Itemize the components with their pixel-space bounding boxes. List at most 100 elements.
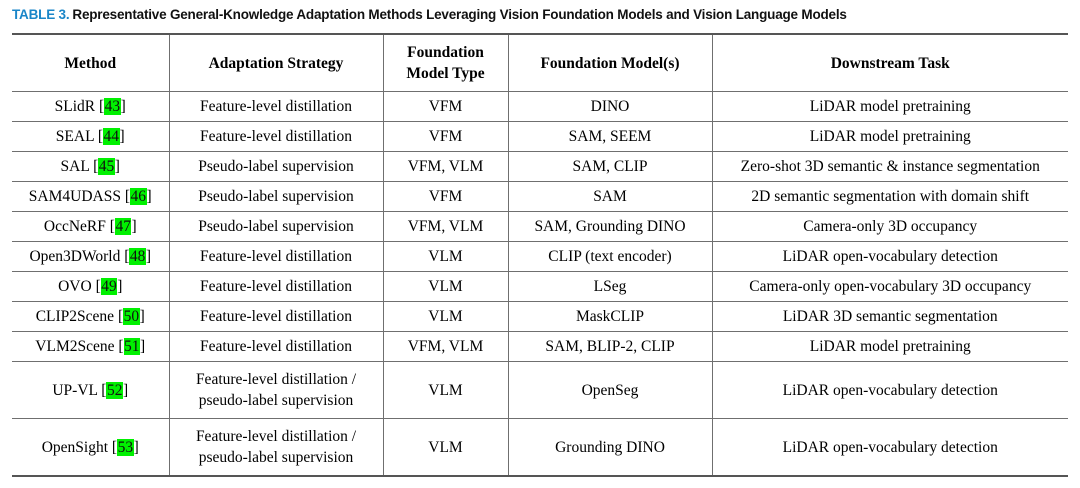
table-row: Open3DWorld [48]Feature-level distillati…	[12, 241, 1068, 272]
strategy-line-1: Feature-level distillation /	[195, 371, 357, 388]
cell-downstream-task: Camera-only open-vocabulary 3D occupancy	[711, 271, 1068, 302]
cell-foundation-model-type: VFM	[382, 91, 509, 122]
table-caption-label: TABLE 3.	[12, 7, 70, 22]
cell-downstream-task: LiDAR 3D semantic segmentation	[711, 301, 1068, 332]
cell-method: SEAL [44]	[12, 121, 170, 152]
cell-adaptation-strategy: Pseudo-label supervision	[168, 181, 384, 212]
cell-foundation-model-type: VLM	[382, 241, 509, 272]
cell-method: SAM4UDASS [46]	[12, 181, 170, 212]
cell-foundation-models: MaskCLIP	[507, 301, 713, 332]
method-name: VLM2Scene	[35, 338, 115, 355]
method-name: OccNeRF	[43, 218, 106, 235]
cell-adaptation-strategy: Feature-level distillation	[168, 271, 384, 302]
cell-foundation-models: OpenSeg	[507, 361, 713, 419]
cell-downstream-task: Camera-only 3D occupancy	[711, 211, 1068, 242]
table-row: CLIP2Scene [50]Feature-level distillatio…	[12, 301, 1068, 332]
column-header-fm-type-line1: Foundation	[407, 44, 484, 61]
method-name: SLidR	[54, 98, 96, 115]
citation-reference[interactable]: 47	[114, 218, 132, 235]
cell-adaptation-strategy: Feature-level distillation	[168, 91, 384, 122]
citation-reference[interactable]: 50	[123, 308, 140, 325]
column-header-fm-type-line2: Model Type	[406, 65, 485, 82]
strategy-line-2: pseudo-label supervision	[198, 449, 354, 466]
cell-foundation-model-type: VFM, VLM	[382, 331, 509, 362]
citation-reference[interactable]: 53	[117, 438, 134, 456]
cell-foundation-models: SAM	[507, 181, 713, 212]
citation-reference[interactable]: 43	[104, 98, 121, 115]
cell-downstream-task: LiDAR model pretraining	[711, 121, 1068, 152]
cell-foundation-models: DINO	[507, 91, 713, 122]
cell-foundation-models: LSeg	[507, 271, 713, 302]
cell-method: OpenSight [53]	[12, 418, 170, 477]
cell-foundation-models: SAM, CLIP	[507, 151, 713, 182]
citation-reference[interactable]: 44	[103, 128, 120, 145]
cell-foundation-model-type: VLM	[382, 418, 509, 477]
method-name: OVO	[58, 278, 92, 295]
cell-foundation-model-type: VFM, VLM	[382, 211, 509, 242]
cell-downstream-task: Zero-shot 3D semantic & instance segment…	[711, 151, 1068, 182]
method-name: SEAL	[55, 128, 94, 145]
citation-reference[interactable]: 45	[98, 158, 115, 175]
column-header-adaptation-strategy: Adaptation Strategy	[168, 33, 384, 92]
cell-method: CLIP2Scene [50]	[12, 301, 170, 332]
citation-reference[interactable]: 48	[129, 248, 146, 265]
method-name: SAM4UDASS	[28, 188, 121, 205]
cell-foundation-models: SAM, SEEM	[507, 121, 713, 152]
method-name: Open3DWorld	[29, 248, 121, 265]
cell-method: VLM2Scene [51]	[12, 331, 170, 362]
cell-foundation-model-type: VLM	[382, 301, 509, 332]
column-header-foundation-model-type: Foundation Model Type	[382, 33, 509, 92]
cell-downstream-task: LiDAR open-vocabulary detection	[711, 361, 1068, 419]
cell-adaptation-strategy: Feature-level distillation	[168, 301, 384, 332]
cell-foundation-model-type: VLM	[382, 361, 509, 419]
method-name: SAL	[60, 158, 90, 175]
citation-reference[interactable]: 52	[106, 381, 123, 399]
table-header: Method Adaptation Strategy Foundation Mo…	[12, 33, 1068, 92]
citation-reference[interactable]: 46	[130, 188, 147, 205]
cell-method: OccNeRF [47]	[12, 211, 170, 242]
cell-method: OVO [49]	[12, 271, 170, 302]
cell-foundation-model-type: VFM	[382, 181, 509, 212]
strategy-line-1: Feature-level distillation /	[195, 428, 357, 445]
cell-foundation-models: SAM, BLIP-2, CLIP	[507, 331, 713, 362]
table-row: VLM2Scene [51]Feature-level distillation…	[12, 331, 1068, 362]
cell-adaptation-strategy: Pseudo-label supervision	[168, 211, 384, 242]
table-caption-text: Representative General-Knowledge Adaptat…	[72, 7, 847, 22]
citation-reference[interactable]: 49	[100, 278, 118, 295]
table-row: OpenSight [53]Feature-level distillation…	[12, 418, 1068, 477]
column-header-downstream-task: Downstream Task	[711, 33, 1068, 92]
cell-method: Open3DWorld [48]	[12, 241, 170, 272]
method-name: CLIP2Scene	[35, 308, 115, 325]
cell-foundation-models: CLIP (text encoder)	[507, 241, 713, 272]
column-header-method: Method	[12, 33, 170, 92]
cell-adaptation-strategy: Pseudo-label supervision	[168, 151, 384, 182]
adaptation-methods-table: Method Adaptation Strategy Foundation Mo…	[12, 33, 1068, 477]
cell-foundation-models: Grounding DINO	[507, 418, 713, 477]
cell-foundation-model-type: VLM	[382, 271, 509, 302]
strategy-line-2: pseudo-label supervision	[198, 392, 354, 409]
cell-downstream-task: LiDAR model pretraining	[711, 331, 1068, 362]
cell-adaptation-strategy: Feature-level distillation	[168, 331, 384, 362]
table-header-row: Method Adaptation Strategy Foundation Mo…	[12, 33, 1068, 92]
cell-downstream-task: LiDAR open-vocabulary detection	[711, 418, 1068, 477]
cell-foundation-models: SAM, Grounding DINO	[507, 211, 713, 242]
cell-downstream-task: 2D semantic segmentation with domain shi…	[711, 181, 1068, 212]
cell-method: UP-VL [52]	[12, 361, 170, 419]
cell-foundation-model-type: VFM	[382, 121, 509, 152]
cell-downstream-task: LiDAR model pretraining	[711, 91, 1068, 122]
cell-adaptation-strategy: Feature-level distillation / pseudo-label…	[168, 361, 384, 419]
citation-reference[interactable]: 51	[123, 338, 141, 355]
cell-adaptation-strategy: Feature-level distillation / pseudo-label…	[168, 418, 384, 477]
column-header-foundation-models: Foundation Model(s)	[507, 33, 713, 92]
cell-adaptation-strategy: Feature-level distillation	[168, 241, 384, 272]
cell-foundation-model-type: VFM, VLM	[382, 151, 509, 182]
method-name: OpenSight	[41, 438, 109, 456]
cell-method: SLidR [43]	[12, 91, 170, 122]
table-container: Method Adaptation Strategy Foundation Mo…	[12, 33, 1068, 477]
